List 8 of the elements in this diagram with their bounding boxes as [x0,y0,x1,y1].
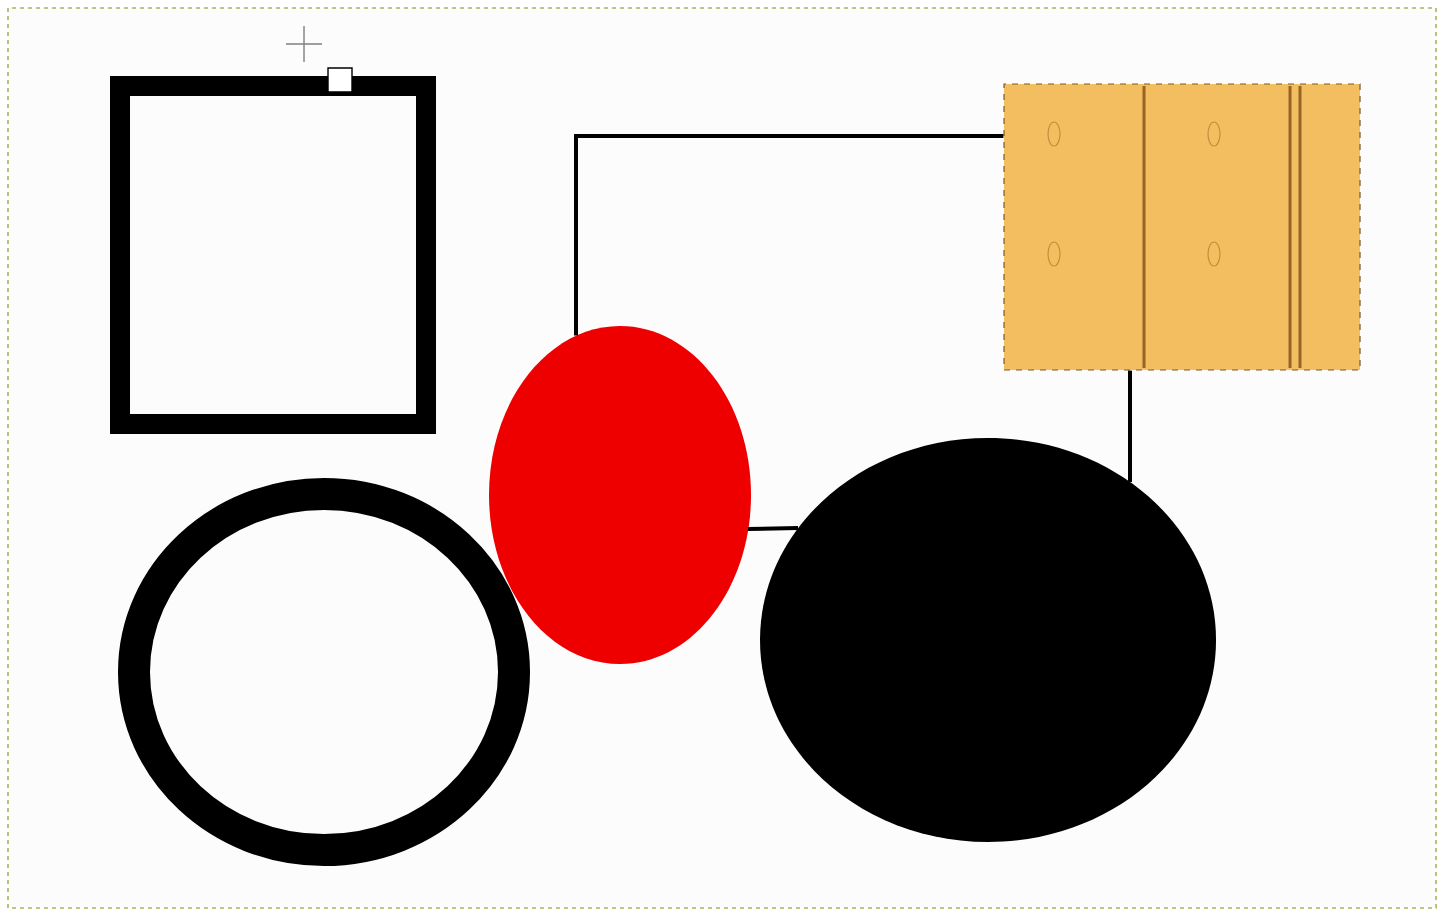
connector-line [1128,370,1132,482]
ellipse [760,438,1216,842]
connector-line [574,134,1004,336]
circle-outline [118,478,530,866]
wood-panel [1003,83,1361,371]
ellipse [489,326,751,664]
square-outline [110,76,436,434]
connector-line [747,526,799,531]
